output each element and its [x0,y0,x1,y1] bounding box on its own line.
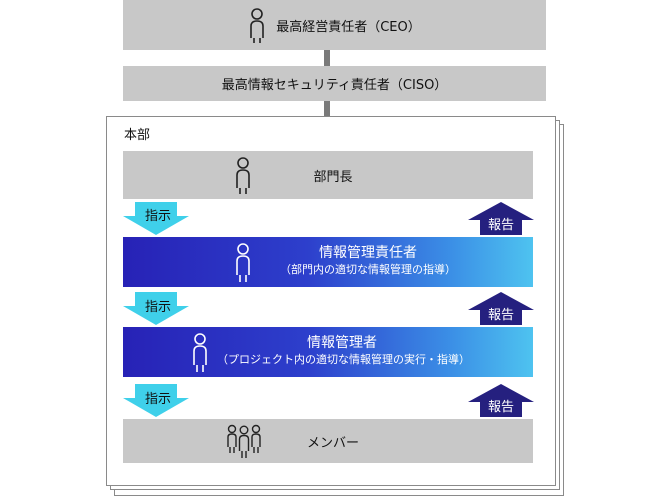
info-manager-title: 情報管理者 [307,335,377,351]
info-mgmt-lead-box: 情報管理責任者 （部門内の適切な情報管理の指導） [123,237,533,287]
person-icon [248,7,266,43]
info-manager-box: 情報管理者 （プロジェクト内の適切な情報管理の実行・指導） [123,327,533,377]
person-icon [234,156,252,194]
ceo-label: 最高経営責任者（CEO） [276,19,421,35]
instruct-label: 指示 [145,209,172,224]
instruct-arrow [123,202,189,235]
division-label: 本部 [124,128,151,143]
person-icon [191,332,209,372]
ceo-box: 最高経営責任者（CEO） [123,0,546,50]
info-manager-subtitle: （プロジェクト内の適切な情報管理の実行・指導） [217,353,470,366]
report-label: 報告 [488,308,515,323]
report-arrow [468,202,534,235]
report-label: 報告 [488,400,515,415]
info-mgmt-lead-subtitle: （部門内の適切な情報管理の指導） [280,263,456,276]
info-mgmt-lead-title: 情報管理責任者 [319,245,417,261]
instruct-arrow [123,292,189,325]
person-icon [234,242,252,282]
members-label: メンバー [306,435,359,451]
report-arrow [468,292,534,325]
connector-line [324,101,330,116]
report-label: 報告 [488,218,515,233]
group-icon [226,423,262,459]
dept-head-box: 部門長 [123,151,533,199]
ciso-box: 最高情報セキュリティ責任者（CISO） [123,66,546,101]
instruct-label: 指示 [145,300,172,315]
members-box: メンバー [123,419,533,463]
instruct-arrow [123,384,189,417]
ciso-label: 最高情報セキュリティ責任者（CISO） [221,78,448,93]
dept-head-label: 部門長 [313,169,353,185]
connector-line [324,50,330,66]
instruct-label: 指示 [145,392,172,407]
report-arrow [468,384,534,417]
